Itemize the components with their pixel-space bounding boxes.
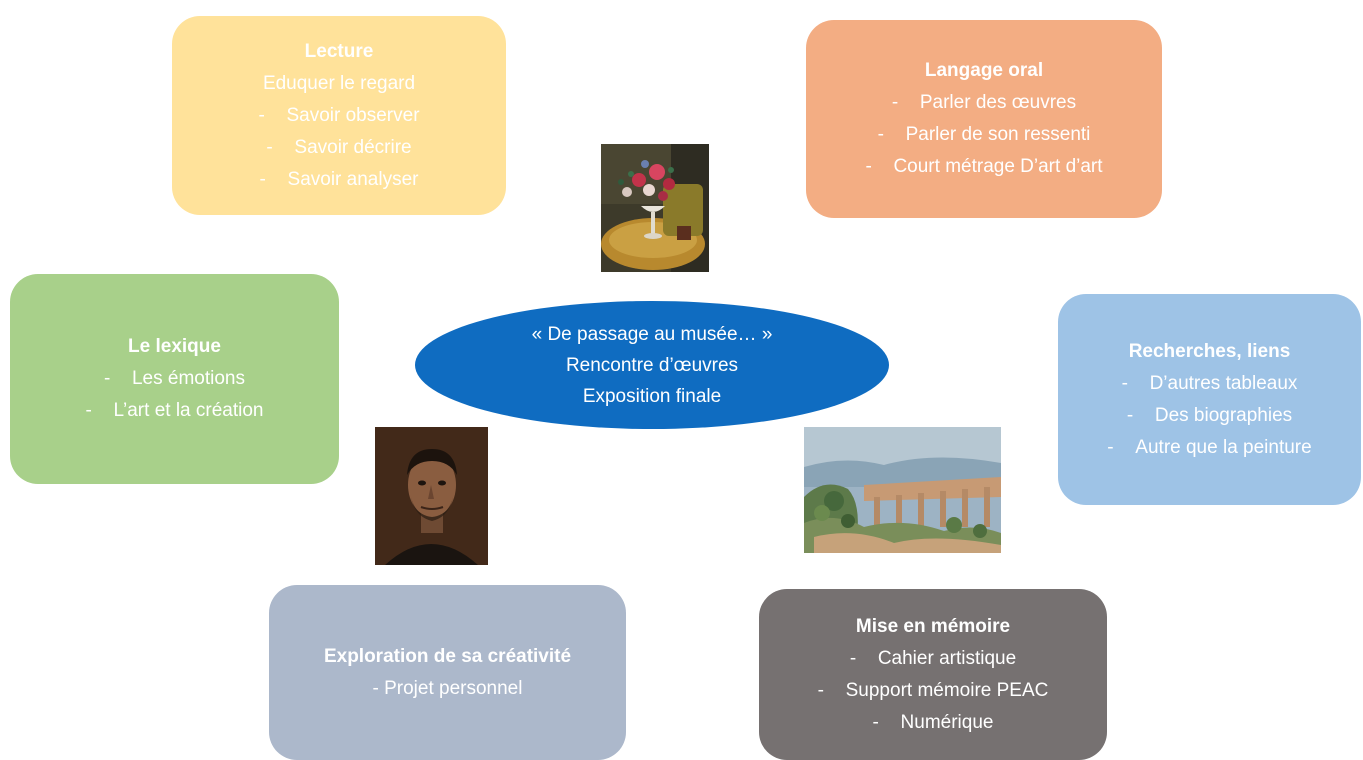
lecture-item: -Savoir analyser	[260, 164, 419, 196]
lexique-box: Le lexique -Les émotions -L’art et la cr…	[10, 274, 339, 484]
lexique-item: -Les émotions	[104, 363, 245, 395]
flowers-painting-icon	[601, 144, 709, 272]
center-line-2: Rencontre d’œuvres	[565, 354, 739, 376]
bullet: -	[1107, 436, 1114, 458]
bullet: -	[103, 368, 111, 389]
lexique-title: Le lexique	[128, 336, 221, 357]
bullet: -	[1126, 404, 1134, 426]
aqueduct-painting-image	[804, 427, 1001, 553]
bullet: -	[877, 124, 884, 145]
memoire-item: -Cahier artistique	[850, 643, 1016, 675]
center-line-1: « De passage au musée… »	[531, 323, 773, 345]
langage-title: Langage oral	[924, 60, 1044, 81]
bullet: -	[266, 136, 273, 158]
lecture-title: Lecture	[304, 40, 374, 62]
center-line-3: Exposition finale	[582, 385, 722, 407]
recherches-item: -Autre que la peinture	[1107, 432, 1311, 464]
portrait-painting-image	[375, 427, 488, 565]
flowers-painting-image	[601, 144, 709, 272]
bullet: -	[849, 647, 857, 669]
recherches-liens-box: Recherches, liens -D’autres tableaux -De…	[1058, 294, 1361, 505]
recherches-title: Recherches, liens	[1128, 340, 1291, 362]
recherches-item: -D’autres tableaux	[1122, 368, 1298, 400]
langage-oral-box: Langage oral -Parler des œuvres -Parler …	[806, 20, 1162, 218]
bullet: -	[891, 92, 899, 113]
langage-item: -Parler des œuvres	[892, 87, 1076, 119]
mise-en-memoire-box: Mise en mémoire -Cahier artistique -Supp…	[759, 589, 1107, 760]
bullet: -	[1121, 372, 1128, 394]
recherches-item: -Des biographies	[1127, 400, 1292, 432]
bullet: -	[372, 677, 379, 699]
exploration-title: Exploration de sa créativité	[323, 645, 572, 667]
lecture-box: Lecture Eduquer le regard -Savoir observ…	[172, 16, 506, 215]
central-theme-ellipse: « De passage au musée… » Rencontre d’œuv…	[415, 301, 889, 429]
langage-item: -Court métrage D’art d’art	[865, 151, 1102, 183]
bullet: -	[817, 679, 824, 701]
memoire-item: -Support mémoire PEAC	[818, 675, 1049, 707]
bullet: -	[259, 168, 266, 190]
exploration-box: Exploration de sa créativité - Projet pe…	[269, 585, 626, 760]
bullet: -	[872, 711, 879, 733]
memoire-title: Mise en mémoire	[855, 615, 1011, 637]
lecture-subtitle: Eduquer le regard	[262, 72, 416, 94]
bullet: -	[865, 156, 872, 177]
lecture-item: -Savoir décrire	[266, 132, 411, 164]
langage-item: -Parler de son ressenti	[878, 119, 1091, 151]
portrait-painting-icon	[375, 427, 488, 565]
aqueduct-painting-icon	[804, 427, 1001, 553]
lecture-item: -Savoir observer	[258, 100, 419, 132]
bullet: -	[85, 400, 92, 421]
lexique-item: -L’art et la création	[86, 395, 264, 427]
exploration-item: - Projet personnel	[372, 677, 523, 699]
bullet: -	[258, 104, 265, 126]
memoire-item: -Numérique	[873, 707, 994, 739]
